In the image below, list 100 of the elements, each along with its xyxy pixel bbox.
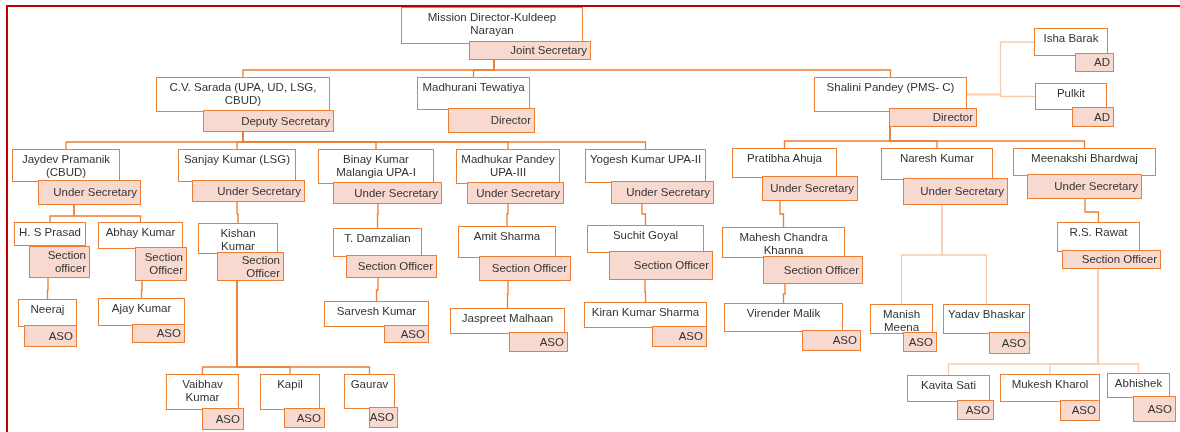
name-label: Amit Sharma <box>458 226 556 258</box>
role-tag: Under Secretary <box>611 181 714 204</box>
name-label: Meenakshi Bhardwaj <box>1013 148 1156 176</box>
name-label: Kiran Kumar Sharma <box>584 302 707 328</box>
connector-line <box>236 201 239 224</box>
name-label: Madhukar Pandey UPA-III <box>456 149 560 184</box>
role-tag: Joint Secretary <box>469 41 591 60</box>
connector-line <box>73 204 142 223</box>
position-card <box>458 226 571 281</box>
name-label: Abhay Kumar <box>98 222 183 249</box>
name-label: Pulkit <box>1035 83 1107 110</box>
position-card <box>1035 83 1114 127</box>
name-label: Jaspreet Malhaan <box>450 308 565 334</box>
role-tag: Section Officer <box>479 256 571 281</box>
role-tag: Section Officer <box>763 256 863 284</box>
name-label: Naresh Kumar <box>881 148 993 180</box>
position-card <box>870 304 937 352</box>
position-card <box>907 375 994 420</box>
name-label: H. S Prasad <box>14 222 86 246</box>
position-card <box>198 223 284 281</box>
connector-line <box>46 277 49 300</box>
position-card <box>401 7 591 60</box>
position-card <box>1057 222 1161 269</box>
name-label: Sarvesh Kumar <box>324 301 429 327</box>
position-card <box>732 148 858 201</box>
role-tag: ASO <box>1060 400 1100 421</box>
position-card <box>587 225 713 280</box>
name-label: Pratibha Ahuja <box>732 148 837 178</box>
role-tag: ASO <box>802 330 861 351</box>
name-label: Yogesh Kumar UPA-II <box>585 149 706 183</box>
connector-line <box>236 280 371 375</box>
name-label: Binay Kumar Malangia UPA-I <box>318 149 434 184</box>
role-tag: Under Secretary <box>333 182 442 204</box>
connector-line <box>1097 268 1140 374</box>
connector-line <box>375 277 379 302</box>
role-tag: ASO <box>509 332 568 352</box>
name-label: Manish Meena <box>870 304 933 334</box>
role-tag: ASO <box>132 324 185 343</box>
position-card <box>318 149 442 204</box>
connector-line <box>140 280 143 299</box>
role-tag: Section Officer <box>217 252 284 281</box>
connector-line <box>1084 198 1100 223</box>
role-tag: AD <box>1075 53 1114 72</box>
role-tag: Section officer <box>29 246 90 278</box>
connector-line <box>641 203 647 226</box>
position-card <box>722 227 863 284</box>
name-label: Sanjay Kumar (LSG) <box>178 149 296 182</box>
role-tag: ASO <box>1133 396 1176 422</box>
position-card <box>324 301 429 343</box>
position-card <box>333 228 437 278</box>
position-card <box>98 298 185 343</box>
connector-line <box>644 279 647 303</box>
name-label: T. Damzalian <box>333 228 422 257</box>
role-tag: Director <box>889 108 977 127</box>
role-tag: Section Officer <box>1062 250 1161 269</box>
role-tag: ASO <box>957 400 994 420</box>
role-tag: Under Secretary <box>192 180 305 202</box>
name-label: Neeraj <box>18 299 77 327</box>
role-tag: AD <box>1072 107 1114 127</box>
role-tag: Deputy Secretary <box>203 110 334 132</box>
connector-line <box>941 204 988 305</box>
name-label: Suchit Goyal <box>587 225 704 253</box>
role-tag: Under Secretary <box>762 176 858 201</box>
name-label: R.S. Rawat <box>1057 222 1140 252</box>
position-card <box>166 374 244 430</box>
position-card <box>344 374 398 428</box>
position-card <box>1013 148 1156 199</box>
role-tag: Director <box>448 108 535 133</box>
role-tag: ASO <box>24 325 77 347</box>
position-card <box>156 77 334 132</box>
name-label: Kapil <box>260 374 320 410</box>
role-tag: ASO <box>202 408 244 430</box>
position-card <box>417 77 535 133</box>
role-tag: ASO <box>369 407 398 428</box>
position-card <box>584 302 707 347</box>
connector-line <box>889 126 1086 149</box>
position-card <box>1107 373 1176 422</box>
connector-line <box>493 59 892 78</box>
role-tag: ASO <box>903 332 937 352</box>
name-label: Vaibhav Kumar <box>166 374 239 410</box>
connector-line <box>506 280 509 309</box>
position-card <box>18 299 77 347</box>
role-tag: Section Officer <box>346 255 437 278</box>
position-card <box>456 149 564 204</box>
name-label: Shalini Pandey (PMS- C) <box>814 77 967 112</box>
role-tag: ASO <box>384 325 429 343</box>
name-label: Isha Barak <box>1034 28 1108 56</box>
name-label: Jaydev Pramanik (CBUD) <box>12 149 120 182</box>
position-card <box>814 77 977 127</box>
name-label: Mukesh Kharol <box>1000 374 1100 402</box>
position-card <box>450 308 568 352</box>
connector-line <box>506 203 509 227</box>
position-card <box>585 149 714 204</box>
role-tag: ASO <box>989 332 1030 354</box>
role-tag: ASO <box>284 408 325 428</box>
name-label: Mission Director-Kuldeep Narayan <box>401 7 583 44</box>
name-label: Madhurani Tewatiya <box>417 77 530 110</box>
name-label: Abhishek <box>1107 373 1170 398</box>
connector-line <box>376 203 379 229</box>
role-tag: Section Officer <box>609 251 713 280</box>
